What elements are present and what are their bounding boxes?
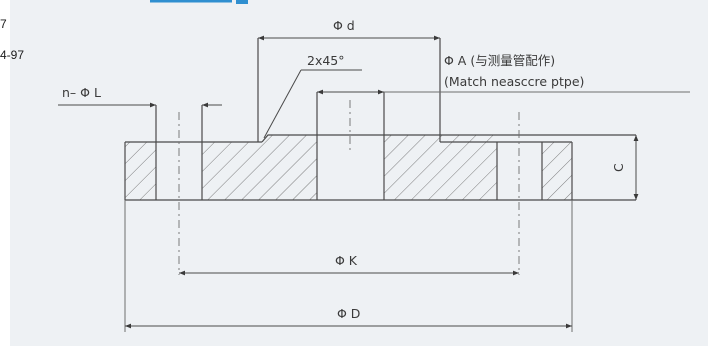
bolt-circle-label: Φ K: [335, 253, 358, 268]
hatched-sections: [125, 135, 572, 200]
thickness-label: C: [611, 163, 626, 172]
pipe-dimension-label: Φ A (与测量管配作): [444, 53, 555, 68]
hole-label: n– Φ L: [62, 85, 101, 100]
centerlines: [178, 100, 520, 275]
edge-text-2: 4-97: [0, 48, 25, 62]
flange-outline: [124, 38, 636, 201]
pipe-note-label: (Match neasccre ptpe): [444, 74, 584, 89]
edge-text-1: 7: [0, 17, 7, 31]
left-margin: [0, 0, 10, 346]
chamfer-label: 2x45°: [307, 53, 345, 68]
outer-label: Φ D: [337, 306, 360, 321]
bore-label: Φ d: [333, 18, 355, 33]
chamfer-leader: [263, 69, 302, 139]
